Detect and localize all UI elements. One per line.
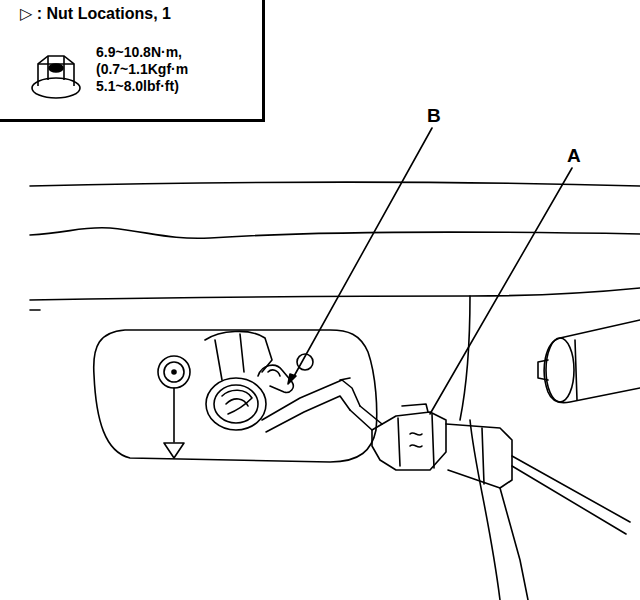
legend-heading: ▷ : Nut Locations, 1 [20,4,250,23]
torque-spec: 6.9~10.8N·m, (0.7~1.1Kgf·m 5.1~8.0lbf·ft… [96,44,221,94]
callout-letter: A [566,146,582,165]
callout-letter: B [426,106,442,125]
flange-nut-icon [26,46,86,106]
torque-box: ▷ : Nut Locations, 1 6.9~10.8N·m, (0.7~1.… [0,0,265,122]
